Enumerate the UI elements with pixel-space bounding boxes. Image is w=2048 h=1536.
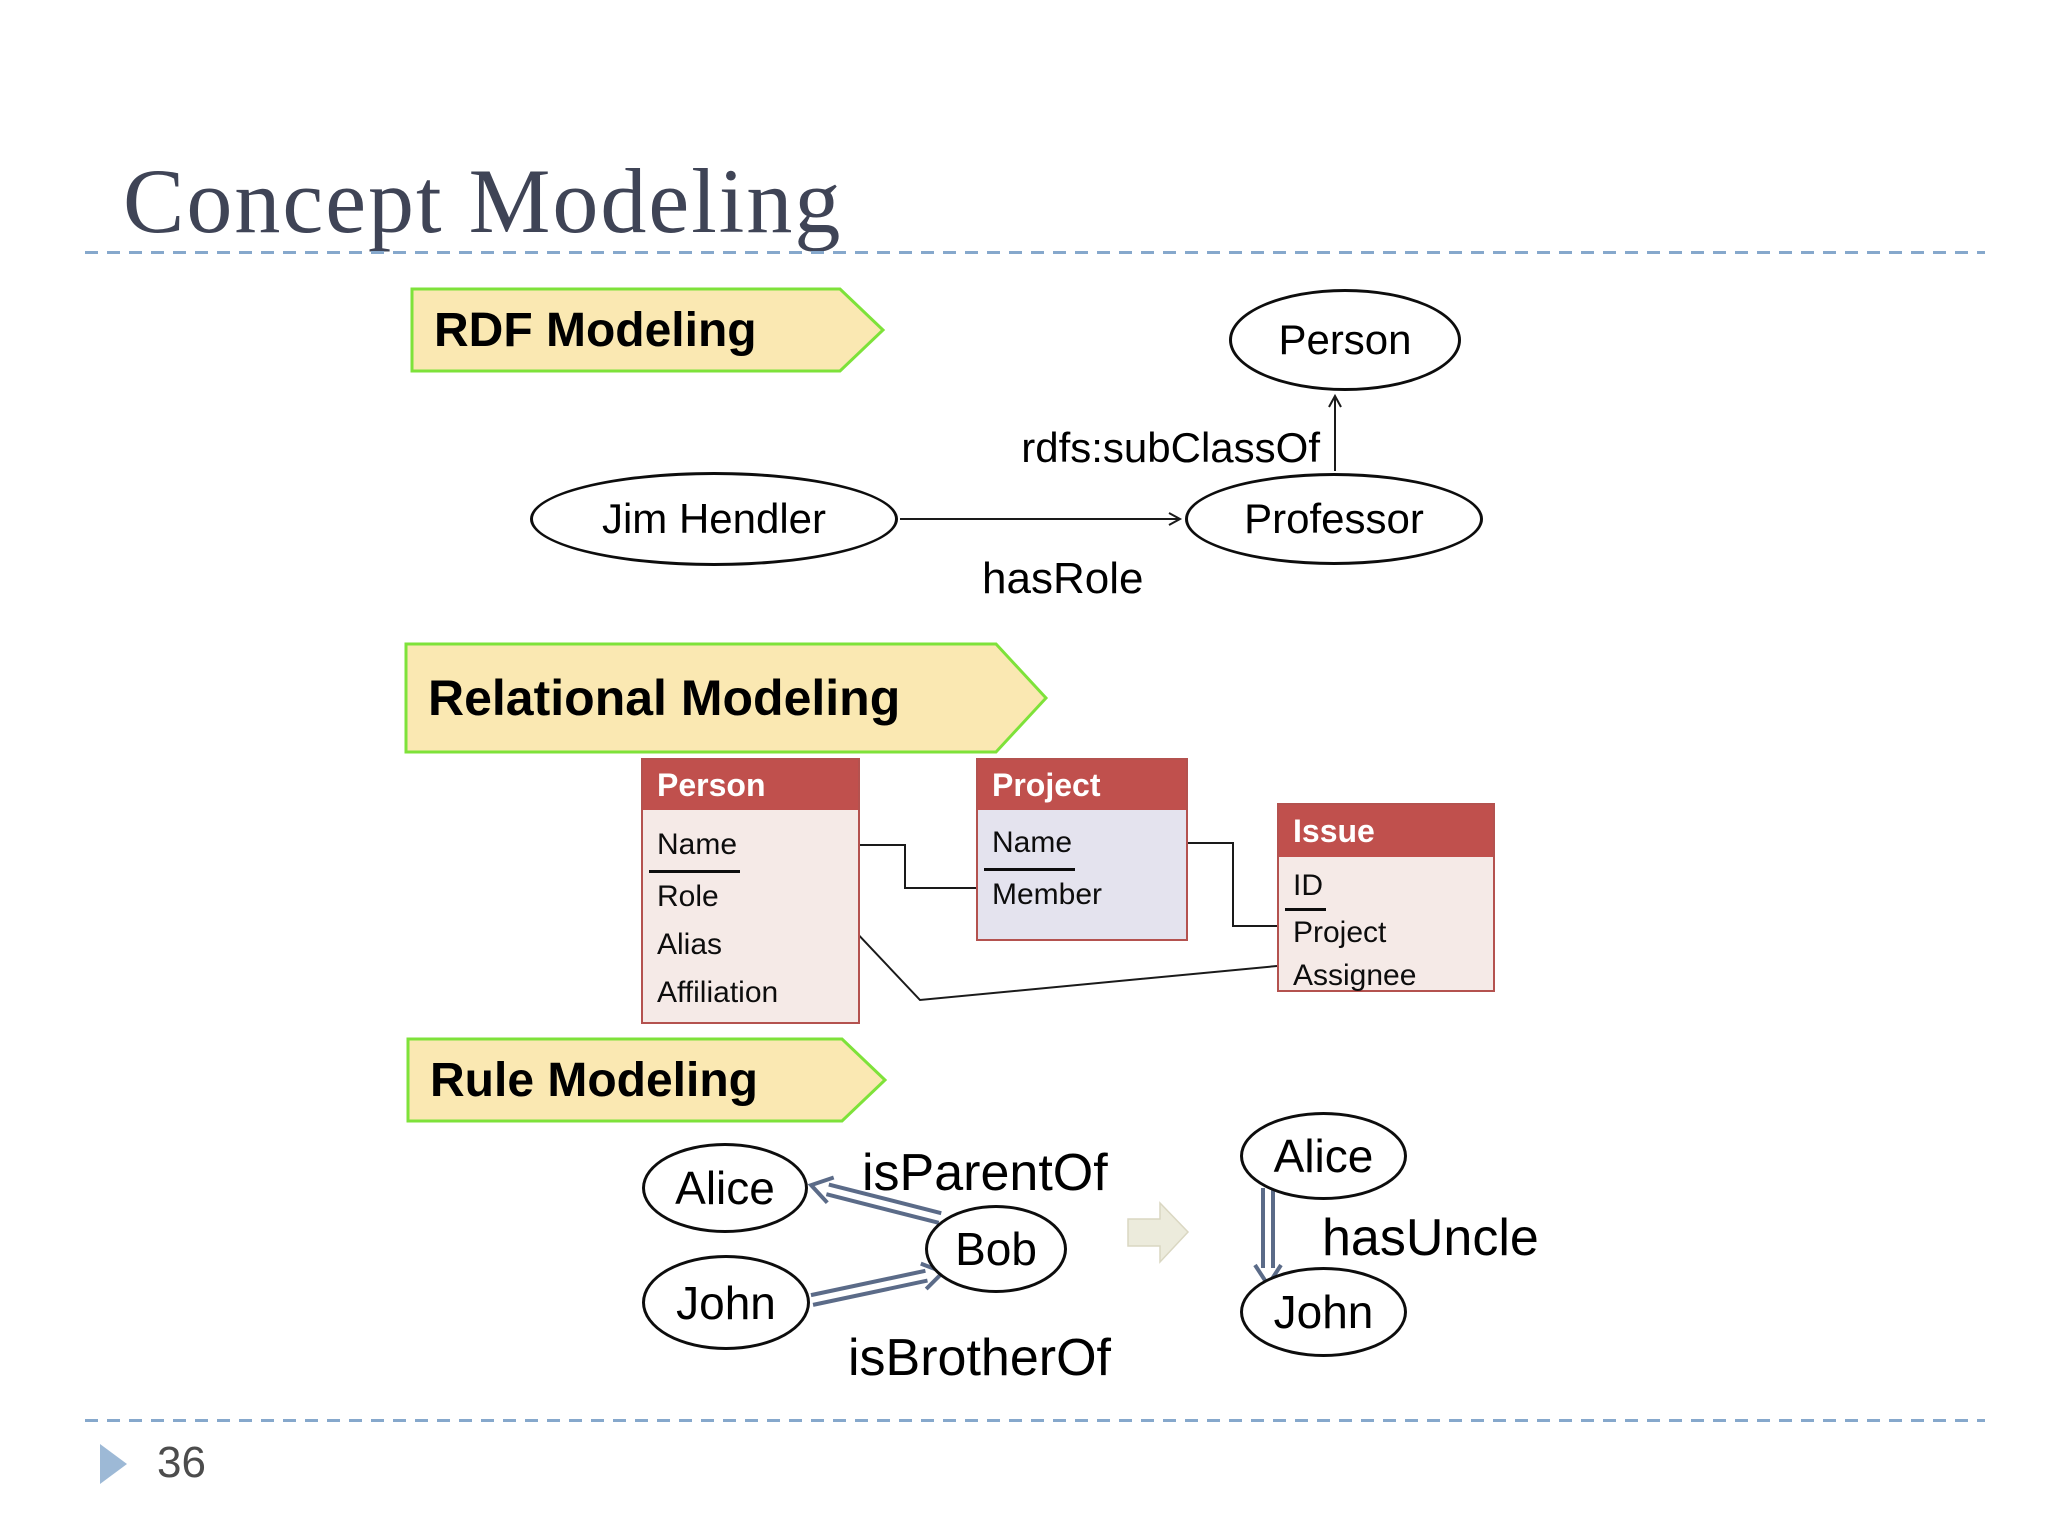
rule-banner-label: Rule Modeling bbox=[430, 1053, 758, 1107]
page-title: Concept Modeling bbox=[123, 150, 843, 252]
field-issue-id: ID bbox=[1285, 864, 1326, 911]
node-john-conclusion-label: John bbox=[1273, 1286, 1374, 1338]
field-issue-assignee: Assignee bbox=[1293, 959, 1417, 992]
edge-label-hasrole: hasRole bbox=[982, 554, 1144, 603]
node-john-conclusion: John bbox=[1240, 1267, 1407, 1357]
edge-label-isparentof: isParentOf bbox=[862, 1144, 1108, 1202]
table-project: Project Name Member bbox=[976, 758, 1188, 941]
rdf-banner-label: RDF Modeling bbox=[434, 303, 757, 357]
node-professor-label: Professor bbox=[1244, 495, 1424, 542]
footer-divider-dashed-line bbox=[85, 1419, 1985, 1422]
relational-modeling-banner: Relational Modeling bbox=[404, 642, 1049, 754]
title-divider-dashed-line bbox=[85, 251, 1985, 254]
field-person-role: Role bbox=[657, 880, 719, 913]
table-project-header: Project bbox=[978, 760, 1186, 810]
banner-arrow-shape bbox=[410, 287, 886, 373]
node-bob: Bob bbox=[925, 1205, 1067, 1293]
rdf-modeling-banner: RDF Modeling bbox=[410, 287, 886, 373]
field-row: Member bbox=[992, 871, 1186, 919]
table-project-fields: Name Member bbox=[978, 810, 1186, 919]
field-row: Affiliation bbox=[657, 969, 858, 1017]
node-alice-premise: Alice bbox=[642, 1143, 808, 1233]
node-person-label: Person bbox=[1278, 316, 1412, 363]
field-project-name: Name bbox=[984, 819, 1076, 871]
table-person-header: Person bbox=[643, 760, 858, 810]
node-professor: Professor bbox=[1185, 473, 1483, 565]
table-issue: Issue ID Project Assignee bbox=[1277, 803, 1495, 992]
node-john-premise: John bbox=[642, 1255, 810, 1350]
table-person-fields: Name Role Alias Affiliation bbox=[643, 810, 858, 1017]
isparentof-arrow bbox=[807, 1175, 942, 1225]
banner-arrow-shape bbox=[404, 642, 1049, 754]
field-row: Alias bbox=[657, 921, 858, 969]
implies-block-arrow bbox=[1127, 1201, 1190, 1264]
node-alice-conclusion: Alice bbox=[1240, 1112, 1407, 1200]
field-project-member: Member bbox=[992, 878, 1103, 911]
edge-label-subclassof: rdfs:subClassOf bbox=[1021, 424, 1320, 471]
node-alice-premise-label: Alice bbox=[675, 1162, 775, 1214]
table-issue-fields: ID Project Assignee bbox=[1279, 857, 1493, 997]
node-jim-hendler-label: Jim Hendler bbox=[601, 495, 827, 542]
table-person: Person Name Role Alias Affiliation bbox=[641, 758, 860, 1024]
isbrotherof-arrow bbox=[810, 1261, 947, 1307]
field-person-name: Name bbox=[649, 821, 741, 873]
node-person: Person bbox=[1229, 289, 1461, 391]
field-row: Name bbox=[649, 821, 858, 873]
edge-label-isbrotherof: isBrotherOf bbox=[848, 1329, 1111, 1387]
field-row: Role bbox=[657, 873, 858, 921]
node-john-premise-label: John bbox=[676, 1276, 776, 1329]
page-number: 36 bbox=[157, 1438, 206, 1487]
relational-banner-label: Relational Modeling bbox=[428, 670, 901, 726]
field-row: Assignee bbox=[1293, 954, 1493, 997]
hasuncle-arrow bbox=[1253, 1188, 1283, 1289]
field-row: Project bbox=[1293, 911, 1493, 954]
rule-modeling-banner: Rule Modeling bbox=[406, 1037, 888, 1123]
page-number-bullet-icon bbox=[100, 1444, 127, 1484]
field-person-alias: Alias bbox=[657, 928, 723, 961]
table-issue-header: Issue bbox=[1279, 805, 1493, 857]
field-row: Name bbox=[984, 819, 1186, 871]
node-bob-label: Bob bbox=[955, 1223, 1037, 1275]
edge-label-hasuncle: hasUncle bbox=[1322, 1209, 1539, 1267]
field-issue-project: Project bbox=[1293, 916, 1387, 949]
banner-arrow-shape bbox=[406, 1037, 888, 1123]
field-person-affiliation: Affiliation bbox=[657, 976, 779, 1009]
node-alice-conclusion-label: Alice bbox=[1273, 1130, 1374, 1182]
node-jim-hendler: Jim Hendler bbox=[530, 472, 898, 566]
field-row: ID bbox=[1285, 864, 1493, 911]
